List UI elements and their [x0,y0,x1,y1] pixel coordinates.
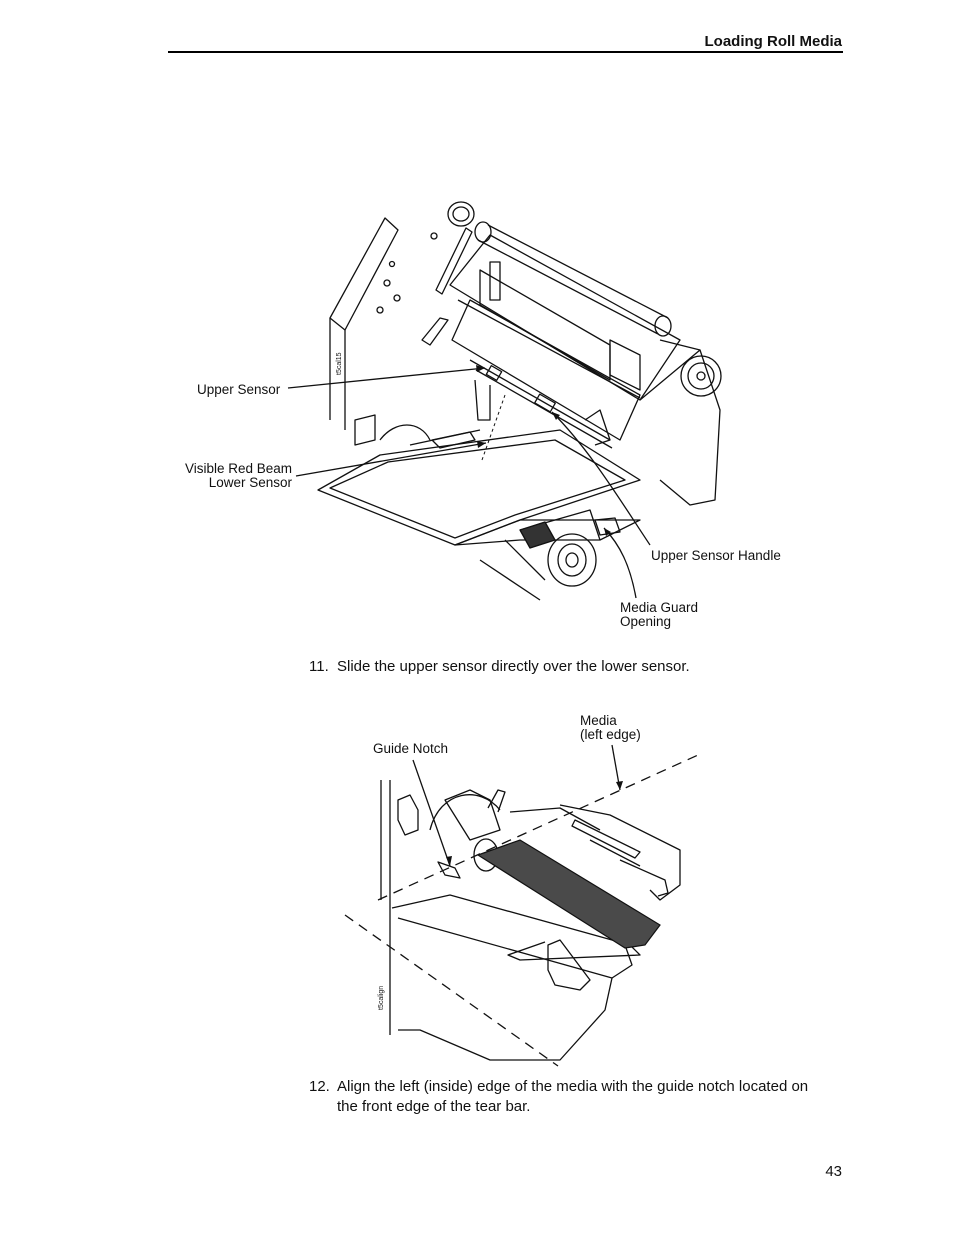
label-upper-sensor-handle: Upper Sensor Handle [651,548,781,563]
step-number: 11. [309,658,329,675]
label-media-guard-line1: Media Guard [620,600,699,615]
label-guide-notch: Guide Notch [373,741,449,756]
label-media-line2: (left edge) [580,727,641,742]
step-text: Slide the upper sensor directly over the… [337,658,690,675]
step-text-line2: the front edge of the tear bar. [337,1098,531,1115]
step-number: 12. [309,1078,330,1095]
label-media-left-edge: Media (left edge) [580,714,641,742]
figure2-id: t5calign [378,985,385,1010]
label-media-line1: Media [580,713,617,728]
label-visible-red-beam: Visible Red Beam Lower Sensor [180,462,292,490]
label-visible-red-beam-line1: Visible Red Beam [184,461,292,476]
page-number: 43 [825,1163,842,1180]
label-media-guard-line2: Opening [620,614,672,629]
header-rule [168,51,843,53]
step-12: 12. Align the left (inside) edge of the … [309,1077,889,1119]
label-lower-sensor: Lower Sensor [208,475,292,490]
label-media-guard-opening: Media Guard Opening [620,601,698,629]
section-title: Loading Roll Media [704,33,843,50]
figure1-id: t5cal15 [336,352,343,375]
step-11: 11. Slide the upper sensor directly over… [309,657,869,677]
label-upper-sensor: Upper Sensor [197,382,281,397]
step-text-line1: Align the left (inside) edge of the medi… [337,1078,809,1095]
